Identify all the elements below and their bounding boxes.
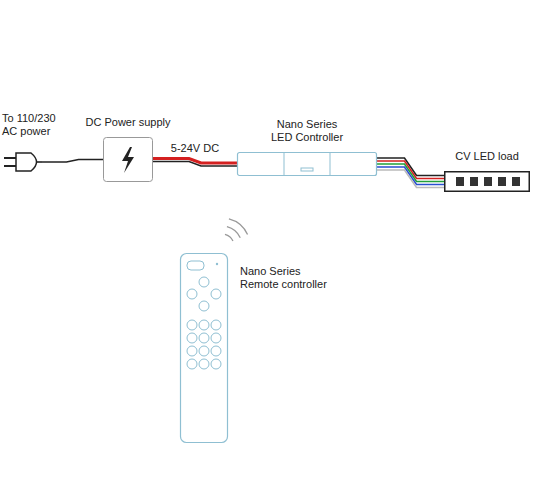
- wireless-signal: [225, 219, 248, 241]
- wire-strand: [42, 160, 103, 163]
- led-strip-outline: [444, 171, 530, 192]
- power-plug-outline: [4, 152, 42, 172]
- node-heading: DC Power supply: [78, 116, 178, 129]
- signal-arc: [227, 227, 240, 238]
- led-controller-box-outline: [237, 152, 377, 176]
- wire-strand: [153, 159, 237, 164]
- node-heading: Nano Series Remote controller: [240, 265, 336, 291]
- node-heading: CV LED load: [437, 150, 537, 163]
- remote-controller: Nano Series Remote controller: [180, 253, 228, 443]
- power-supply-box: DC Power supply: [103, 137, 153, 182]
- signal-arc: [229, 219, 248, 235]
- node-heading: To 110/230 AC power: [2, 112, 66, 138]
- wire-connector: [153, 159, 237, 167]
- power-supply-box-outline: [103, 137, 153, 182]
- wire-connector: [377, 158, 444, 188]
- node-heading: Nano Series LED Controller: [266, 118, 348, 144]
- remote-controller-outline: [180, 253, 228, 443]
- led-strip: CV LED load: [444, 171, 530, 192]
- wire-strand: [153, 162, 237, 167]
- wire-connector: [42, 160, 103, 163]
- wire-strand: [377, 170, 444, 188]
- power-plug: To 110/230 AC power: [4, 152, 42, 172]
- signal-arc: [225, 234, 233, 241]
- voltage-label: 5-24V DC: [169, 142, 221, 155]
- led-controller-box: Nano Series LED Controller: [237, 152, 377, 176]
